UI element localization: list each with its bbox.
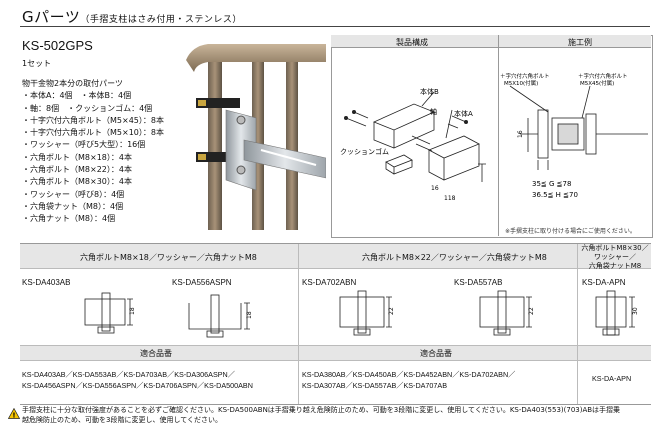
composition-title: 製品構成	[396, 38, 428, 47]
model-name: KS-DA702ABN	[302, 278, 357, 287]
bolt-dim: 22	[388, 307, 395, 315]
install-dim-h: 36.5≦ H ≦70	[532, 191, 578, 199]
composition-diagram: 本体B 軸 本体A クッションゴム 16 118	[340, 87, 486, 202]
model-name: KS-DA403AB	[22, 278, 71, 287]
group-header: 六角ボルトM8×30／ワッシャー／六角袋ナットM8	[581, 244, 649, 270]
warning-text: 手摺支柱に十分な取付強度があることを必ずご確認ください。KS-DA500ABNは…	[22, 406, 621, 424]
bolt-dim: 18	[129, 307, 136, 315]
install-diagram: ＋字穴付六角ボルト M5X10(付属) ＋字穴付六角ボルト M5X45(付属) …	[500, 72, 648, 199]
diagram-divider	[498, 35, 499, 236]
col-divider	[577, 244, 578, 404]
parts-list: 物干金物2本分の取付パーツ ・本体A：4個 ・本体B：4個 ・軸：8個 ・クッシ…	[22, 78, 164, 226]
install-dim-16: 16	[517, 130, 524, 138]
bolt-diagram: 18	[84, 292, 136, 334]
label-cushion: クッションゴム	[340, 147, 389, 156]
bolt-dim: 18	[246, 311, 253, 319]
compat-label: 適合品番	[420, 349, 452, 358]
product-photo	[186, 40, 326, 230]
parts-list-item: ・六角ナット（M8）：4個	[22, 214, 116, 224]
label-body-b: 本体B	[420, 87, 439, 96]
model-name: KS-DA556ASPN	[172, 278, 232, 287]
label-body-a: 本体A	[454, 109, 473, 118]
parts-list-item: 物干金物2本分の取付パーツ	[22, 79, 123, 88]
parts-list-item: ・本体A：4個 ・本体B：4個	[22, 91, 132, 101]
label-shaft: 軸	[430, 107, 437, 116]
group-header: 六角ボルトM8×18／ワッシャー／六角ナットM8	[80, 253, 257, 262]
model-name: KS-DA557AB	[454, 278, 503, 287]
row-divider	[20, 345, 651, 346]
dim-comp-2: 118	[444, 195, 456, 202]
parts-list-item: ・ワッシャー（呼び8）：4個	[22, 189, 125, 199]
parts-list-item: ・十字穴付六角ボルト（M5×10）：8本	[22, 128, 164, 138]
compat-list: KS-DA380AB／KS-DA450AB／KS-DA452ABN／KS-DA7…	[302, 370, 516, 390]
compat-list: KS-DA-APN	[592, 374, 632, 383]
bolt-diagram: 18	[188, 294, 253, 338]
group-header: 六角ボルトM8×22／ワッシャー／六角袋ナットM8	[362, 253, 547, 262]
row-divider	[20, 360, 651, 361]
compat-list: KS-DA403AB／KS-DA553AB／KS-DA703AB／KS-DA30…	[22, 370, 253, 390]
dim-comp-1: 16	[431, 185, 439, 192]
bolt-dim: 22	[528, 307, 535, 315]
install-bolt1: ＋字穴付六角ボルト	[500, 72, 550, 80]
bolt-diagram: 30	[595, 290, 639, 336]
install-title: 施工例	[568, 38, 592, 47]
page-title: Gパーツ（手摺支柱はさみ付用・ステンレス）	[22, 8, 242, 26]
parts-list-item: ・六角ボルト（M8×22）：4本	[22, 165, 132, 175]
row-divider	[20, 268, 651, 269]
table-compat-bg	[20, 345, 651, 360]
parts-list-item: ・六角ボルト（M8×30）：4本	[22, 177, 132, 187]
product-model: KS-502GPS	[22, 38, 93, 53]
svg-text:!: !	[12, 412, 15, 420]
parts-list-item: ・六角袋ナット（M8）：4個	[22, 201, 124, 211]
diagram-header-bar	[331, 35, 651, 48]
parts-list-item: ・十字穴付六角ボルト（M5×45）：8本	[22, 115, 164, 125]
table-header-bg	[20, 244, 651, 268]
bolt-dim: 30	[632, 307, 639, 315]
title-divider	[20, 26, 650, 27]
warning-icon: !	[8, 408, 20, 419]
col-divider	[298, 244, 299, 404]
install-bolt2: ＋字穴付六角ボルト	[578, 72, 628, 80]
install-dim-g: 35≦ G ≦78	[532, 180, 571, 188]
compat-label: 適合品番	[140, 349, 172, 358]
compat-table: 六角ボルトM8×18／ワッシャー／六角ナットM8 六角ボルトM8×22／ワッシャ…	[20, 243, 651, 405]
page-subtitle: （手摺支柱はさみ付用・ステンレス）	[80, 15, 242, 25]
install-bolt1-size: M5X10(付属)	[504, 79, 538, 87]
model-name: KS-DA-APN	[582, 278, 626, 287]
bolt-diagram: 22	[479, 290, 535, 336]
install-note: ※手摺支柱に取り付ける場合にご使用ください。	[505, 228, 636, 235]
product-set: 1セット	[22, 59, 52, 68]
bolt-diagram: 22	[339, 290, 395, 336]
parts-list-item: ・六角ボルト（M8×18）：4本	[22, 152, 132, 162]
parts-list-item: ・軸：8個 ・クッションゴム：4個	[22, 103, 153, 113]
install-bolt2-size: M5X45(付属)	[580, 79, 614, 87]
parts-list-item: ・ワッシャー（呼び5大型）：16個	[22, 140, 146, 150]
